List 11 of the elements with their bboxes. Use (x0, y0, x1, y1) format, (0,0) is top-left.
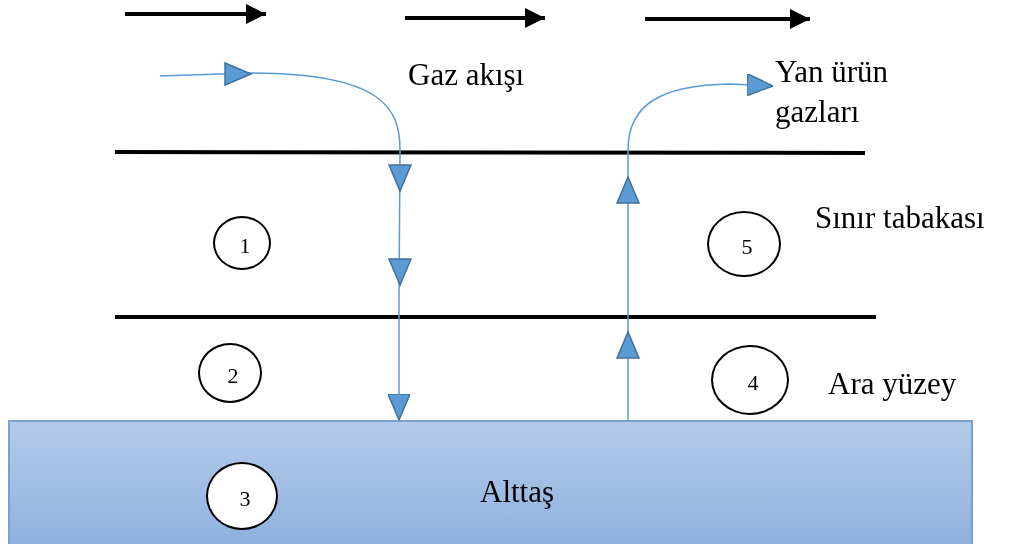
numbered-circle: 4 (711, 345, 789, 415)
text-label: Sınır tabakası (815, 199, 985, 237)
substrate-block (8, 420, 973, 544)
text-label: Yan ürün gazları (775, 52, 950, 136)
text-label: Ara yüzey (828, 365, 957, 403)
numbered-circle: 2 (198, 343, 262, 403)
numbered-circle: 5 (707, 211, 781, 277)
numbered-circle: 3 (206, 462, 278, 530)
text-label: Gaz akışı (408, 56, 525, 94)
numbered-circle: 1 (213, 216, 271, 270)
substrate-label: Alttaş (480, 474, 555, 510)
